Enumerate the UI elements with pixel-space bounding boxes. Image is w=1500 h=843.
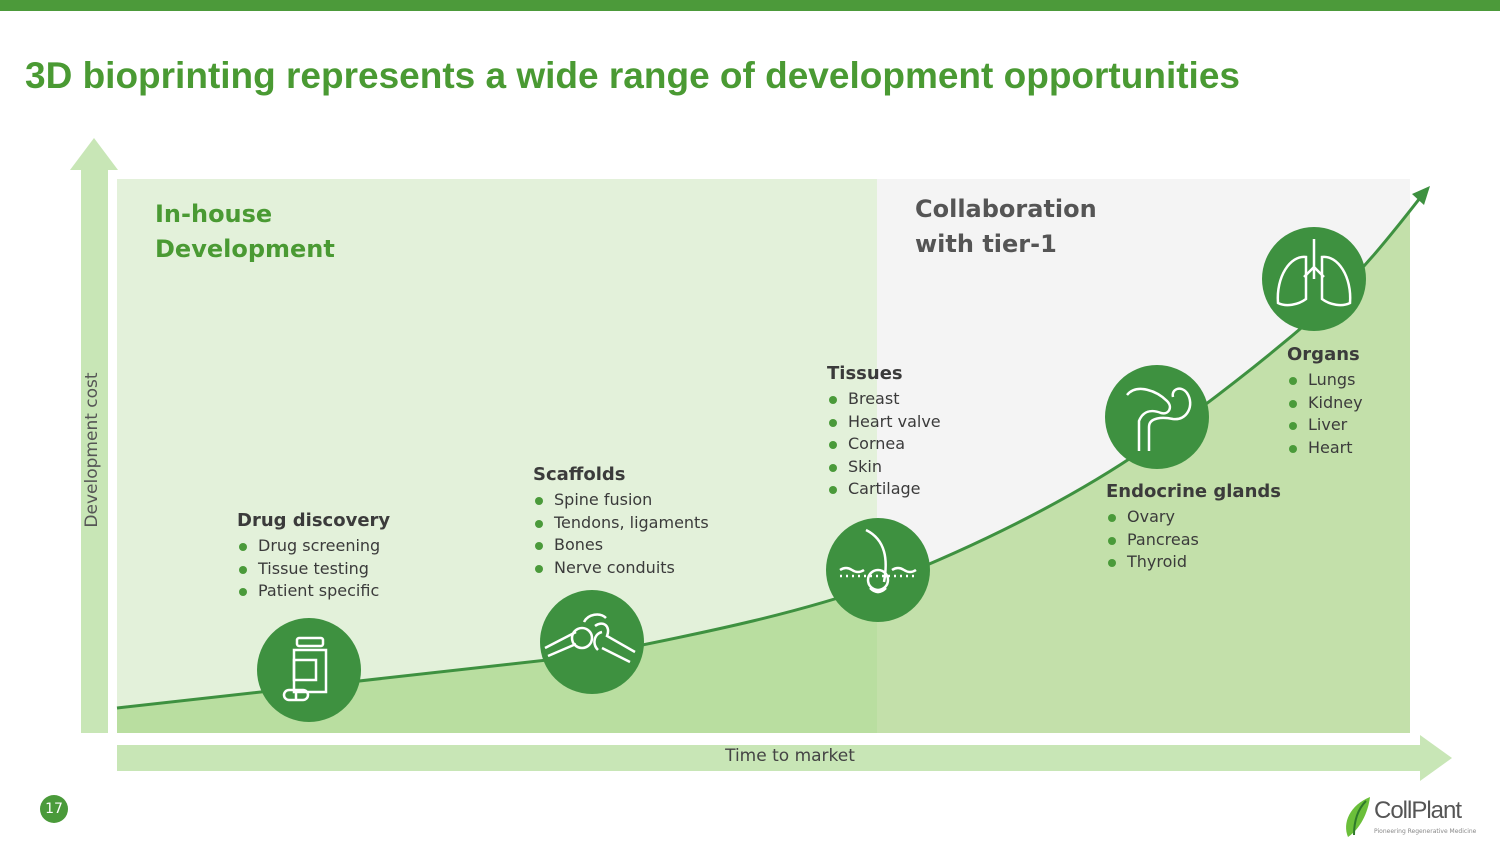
curve-area-right <box>877 210 1410 733</box>
page-number: 17 <box>40 795 68 823</box>
bone-joint-icon <box>540 590 644 694</box>
x-axis-arrowhead <box>1420 735 1452 781</box>
logo-tagline: Pioneering Regenerative Medicine <box>1374 828 1477 835</box>
x-axis-label: Time to market <box>725 746 855 766</box>
medicine-bottle-icon <box>257 618 361 722</box>
lungs-icon <box>1262 227 1366 331</box>
pancreas-icon <box>1105 365 1209 469</box>
y-axis-arrow <box>81 168 108 733</box>
collplant-logo <box>1346 797 1370 837</box>
curve-arrowhead <box>1412 186 1430 205</box>
in-house-label: In-house Development <box>155 200 335 263</box>
top-bar <box>0 0 1500 11</box>
slide-title: 3D bioprinting represents a wide range o… <box>25 55 1240 96</box>
y-axis-arrowhead <box>70 138 118 170</box>
x-axis-arrow <box>117 745 1422 771</box>
collaboration-label: Collaboration with tier-1 <box>915 195 1097 258</box>
logo-name: CollPlant <box>1374 797 1462 824</box>
skin-hair-icon <box>826 518 930 622</box>
y-axis-label: Development cost <box>82 372 102 528</box>
